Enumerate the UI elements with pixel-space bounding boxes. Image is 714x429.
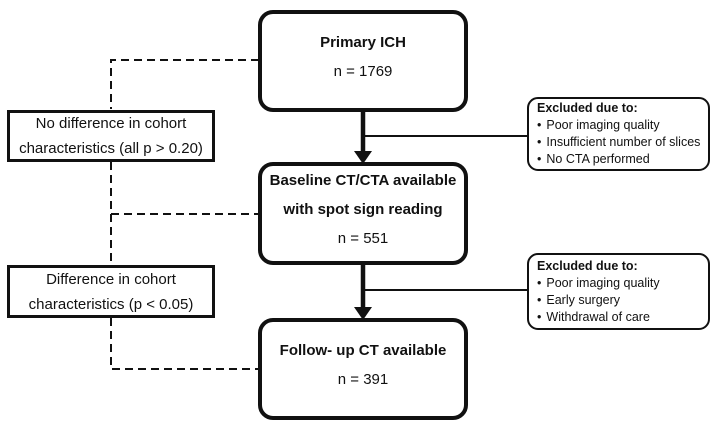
exclusion-box-after-primary: Excluded due to: • Poor imaging quality … [527,97,710,171]
baseline-ct-title-line1: Baseline CT/CTA available [269,172,457,189]
exclusion-item-text: No CTA performed [546,152,650,166]
baseline-ct-title-line2: with spot sign reading [283,201,443,218]
difference-line2: characteristics (p < 0.05) [28,295,194,313]
bullet-icon: • [537,309,542,324]
bullet-icon: • [537,275,542,290]
arrowhead-down-icon [354,151,372,164]
bullet-icon: • [537,135,542,149]
exclusion-item-text: Early surgery [546,292,621,307]
followup-ct-title: Follow- up CT available [279,342,447,359]
exclusion-item-text: Insufficient number of slices [546,135,701,149]
flow-arrow-baseline-to-followup [354,263,372,320]
exclusion-item: • Insufficient number of slices [537,134,700,151]
difference-note-box: Difference in cohort characteristics (p … [7,265,215,318]
difference-line1: Difference in cohort [46,270,176,288]
exclusion-header: Excluded due to: [537,258,638,273]
dashed-connector-top [110,59,259,109]
flow-arrow-primary-to-baseline [354,110,372,164]
bullet-icon: • [537,292,542,307]
exclusion-item-text: Poor imaging quality [546,275,660,290]
no-difference-note-box: No difference in cohort characteristics … [7,110,215,162]
bullet-icon: • [537,152,542,166]
exclusion-item-text: Withdrawal of care [546,309,650,324]
primary-ich-box: Primary ICH n = 1769 [258,10,468,112]
primary-ich-count: n = 1769 [333,63,393,80]
exclusion-header: Excluded due to: [537,101,638,115]
baseline-ct-count: n = 551 [337,230,389,247]
arrowhead-down-icon [354,307,372,320]
baseline-ct-box: Baseline CT/CTA available with spot sign… [258,162,468,265]
followup-ct-box: Follow- up CT available n = 391 [258,318,468,420]
bullet-icon: • [537,118,542,132]
no-difference-line1: No difference in cohort [35,115,187,132]
exclusion-item: • No CTA performed [537,151,650,168]
dashed-connector-bottom [110,318,259,370]
followup-ct-count: n = 391 [337,371,389,388]
exclusion-item: • Poor imaging quality [537,275,660,292]
exclusion-item: • Withdrawal of care [537,309,650,326]
exclusion-item: • Early surgery [537,292,620,309]
exclusion-item: • Poor imaging quality [537,117,660,134]
exclusion-item-text: Poor imaging quality [546,118,660,132]
primary-ich-title: Primary ICH [320,34,406,51]
exclusion-box-after-baseline: Excluded due to: • Poor imaging quality … [527,253,710,330]
no-difference-line2: characteristics (all p > 0.20) [19,140,203,157]
